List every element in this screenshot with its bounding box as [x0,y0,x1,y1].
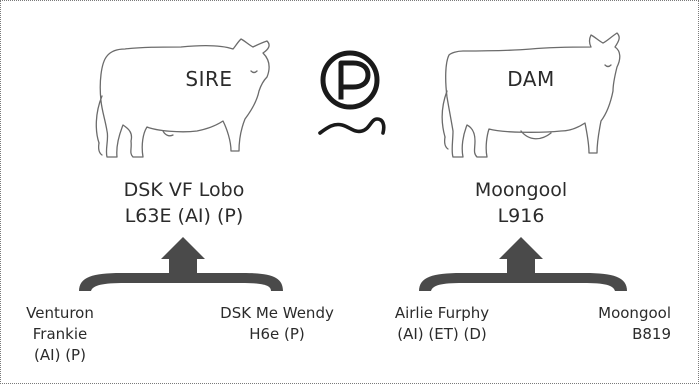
dam-sire-line2: (AI) (ET) (D) [397,325,487,343]
sire-dam-name: DSK Me Wendy H6e (P) [197,303,357,345]
dam-name: Moongool L916 [426,177,616,229]
dam-sire-line1: Airlie Furphy [394,304,490,322]
dam-dam-line1: Moongool [598,304,671,322]
dam-dam-line2: B819 [632,325,671,343]
dam-name-line2: L916 [497,205,545,227]
cow-outline-icon [441,32,621,158]
bull-outline-icon [95,38,270,158]
sire-sire-name: Venturon Frankie (AI) (P) [5,303,115,366]
dam-parents-bracket [419,237,627,291]
sire-name-line2: L63E (AI) (P) [124,205,244,227]
sire-dam-line1: DSK Me Wendy [220,304,334,322]
sire-sire-line1: Venturon [26,304,94,322]
polled-p-icon [318,50,386,135]
sire-name: DSK VF Lobo L63E (AI) (P) [89,177,279,229]
sire-name-line1: DSK VF Lobo [123,179,245,201]
sire-sire-line2: Frankie [32,325,88,343]
dam-name-line1: Moongool [474,179,568,201]
sire-sire-line3: (AI) (P) [34,346,86,364]
dam-dam-name: Moongool B819 [591,303,671,345]
sire-parents-bracket [79,237,283,291]
sire-label: SIRE [185,67,233,91]
sire-dam-line2: H6e (P) [249,325,305,343]
dam-label: DAM [507,67,555,91]
dam-sire-name: Airlie Furphy (AI) (ET) (D) [377,303,507,345]
